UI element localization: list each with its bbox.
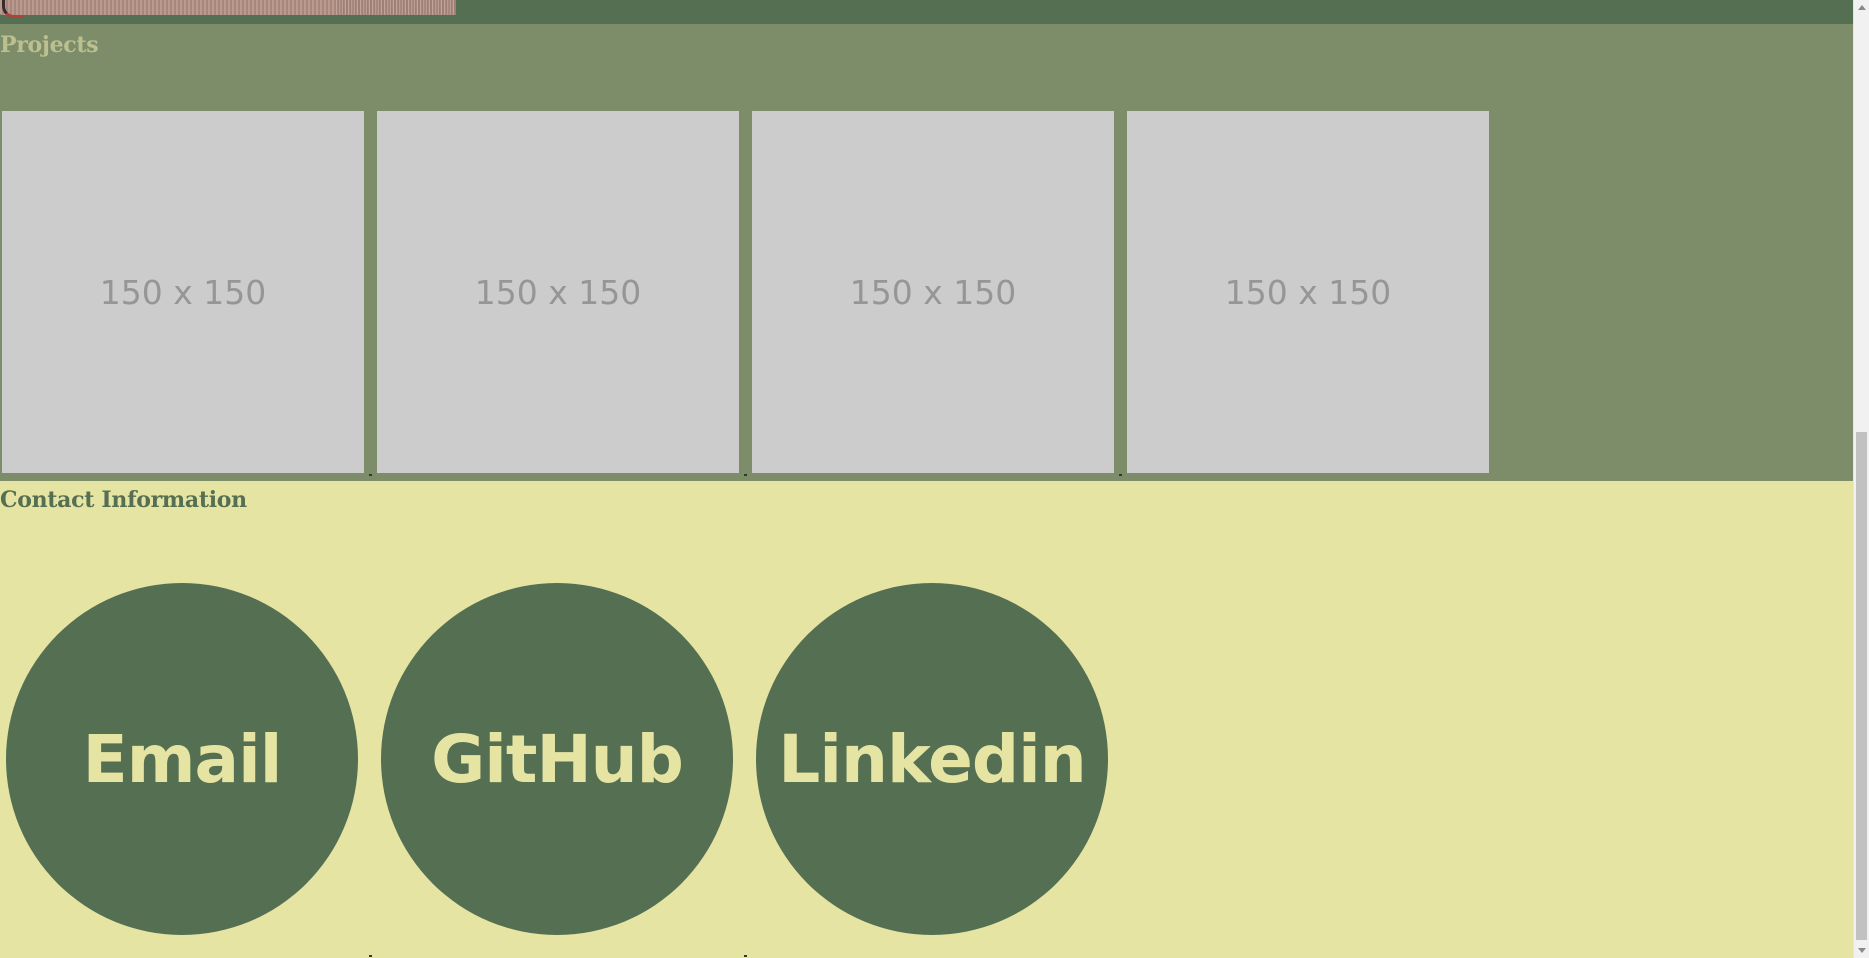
placeholder-label: 150 x 150	[474, 272, 642, 312]
projects-section: Projects 150 x 150 150 x 150 150 x 150 1…	[0, 24, 1853, 481]
placeholder-label: 150 x 150	[849, 272, 1017, 312]
link-underline	[1119, 474, 1122, 476]
contact-section: Contact Information Email GitHub Linkedi…	[0, 481, 1853, 958]
link-underline	[369, 474, 372, 476]
linkedin-label: Linkedin	[778, 720, 1086, 798]
scrollbar-thumb[interactable]	[1856, 432, 1867, 940]
github-button[interactable]: GitHub	[381, 583, 733, 935]
email-label: Email	[82, 720, 283, 798]
scroll-up-icon[interactable]	[1858, 5, 1866, 10]
vertical-scrollbar[interactable]	[1853, 0, 1869, 958]
email-button[interactable]: Email	[6, 583, 358, 935]
project-tile[interactable]: 150 x 150	[752, 111, 1114, 473]
github-label: GitHub	[431, 720, 684, 798]
link-underline	[744, 955, 747, 957]
scroll-down-icon[interactable]	[1858, 948, 1866, 953]
projects-title: Projects	[0, 32, 99, 58]
header-strip	[0, 0, 1853, 24]
link-underline	[369, 955, 372, 957]
project-tile[interactable]: 150 x 150	[377, 111, 739, 473]
linkedin-button[interactable]: Linkedin	[756, 583, 1108, 935]
placeholder-label: 150 x 150	[99, 272, 267, 312]
link-underline	[744, 474, 747, 476]
project-tile[interactable]: 150 x 150	[2, 111, 364, 473]
placeholder-label: 150 x 150	[1224, 272, 1392, 312]
contact-title: Contact Information	[0, 487, 247, 513]
portrait-photo	[0, 0, 456, 18]
project-tile[interactable]: 150 x 150	[1127, 111, 1489, 473]
